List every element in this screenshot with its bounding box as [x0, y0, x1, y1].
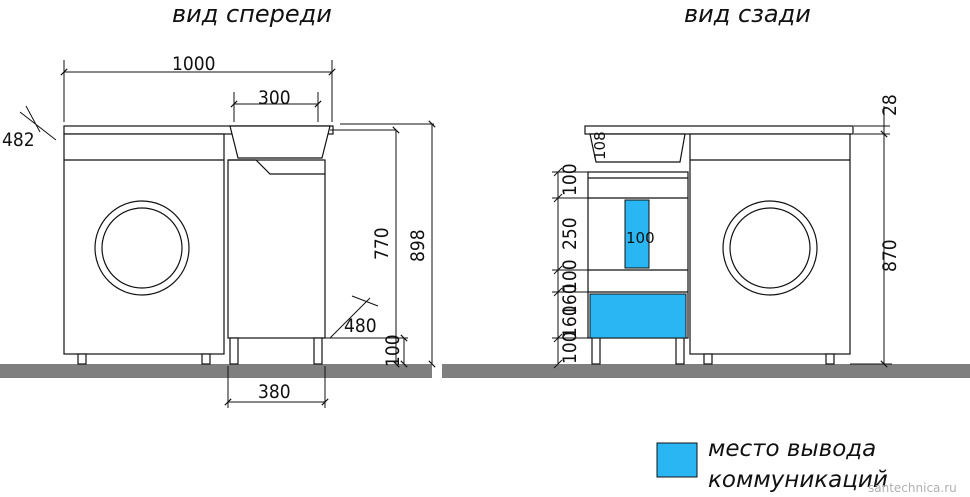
dim-300: 300: [258, 87, 291, 109]
communication-zone-lower: [589, 293, 687, 339]
dim-482: 482: [2, 129, 35, 151]
dim-back-100-c: 100: [559, 331, 581, 364]
dim-380: 380: [258, 381, 291, 403]
dim-898: 898: [407, 229, 429, 262]
dim-28: 28: [879, 94, 901, 116]
communication-zone-upper: [624, 199, 650, 269]
front-view: [63, 125, 334, 365]
legend-line1: место вывода: [708, 436, 876, 462]
washing-machine-front: [63, 133, 225, 355]
dim-108: 108: [591, 131, 609, 160]
dim-back-100-b: 100: [559, 259, 581, 292]
dim-770: 770: [371, 227, 393, 260]
floor-back: [442, 364, 970, 378]
front-view-title: вид спереди: [172, 0, 332, 28]
back-view-title: вид сзади: [684, 0, 811, 28]
dim-back-100-a: 100: [559, 163, 581, 196]
washing-machine-door-front: [94, 200, 190, 296]
countertop-back: [584, 125, 854, 135]
dim-100-legs: 100: [382, 334, 404, 367]
floor-front: [0, 364, 432, 378]
sink-bowl-front: [229, 125, 331, 159]
dim-back-250: 250: [559, 217, 581, 250]
dim-870: 870: [879, 239, 901, 272]
washing-machine-back: [689, 133, 851, 355]
cabinet-front: [227, 159, 326, 339]
washing-machine-door-back: [722, 200, 818, 296]
dim-hole-100: 100: [626, 229, 655, 247]
back-dimensions: [552, 106, 892, 369]
dim-1000: 1000: [172, 53, 216, 75]
sink-bowl-back: [589, 133, 686, 163]
legend-line2: коммуникаций: [708, 467, 888, 493]
front-dimensions: [19, 60, 436, 408]
dim-back-160-a: 160: [559, 283, 581, 316]
dim-back-160-b: 160: [559, 305, 581, 338]
dim-480: 480: [344, 315, 377, 337]
watermark: santechnica.ru: [868, 481, 957, 495]
legend-swatch: [656, 442, 698, 478]
